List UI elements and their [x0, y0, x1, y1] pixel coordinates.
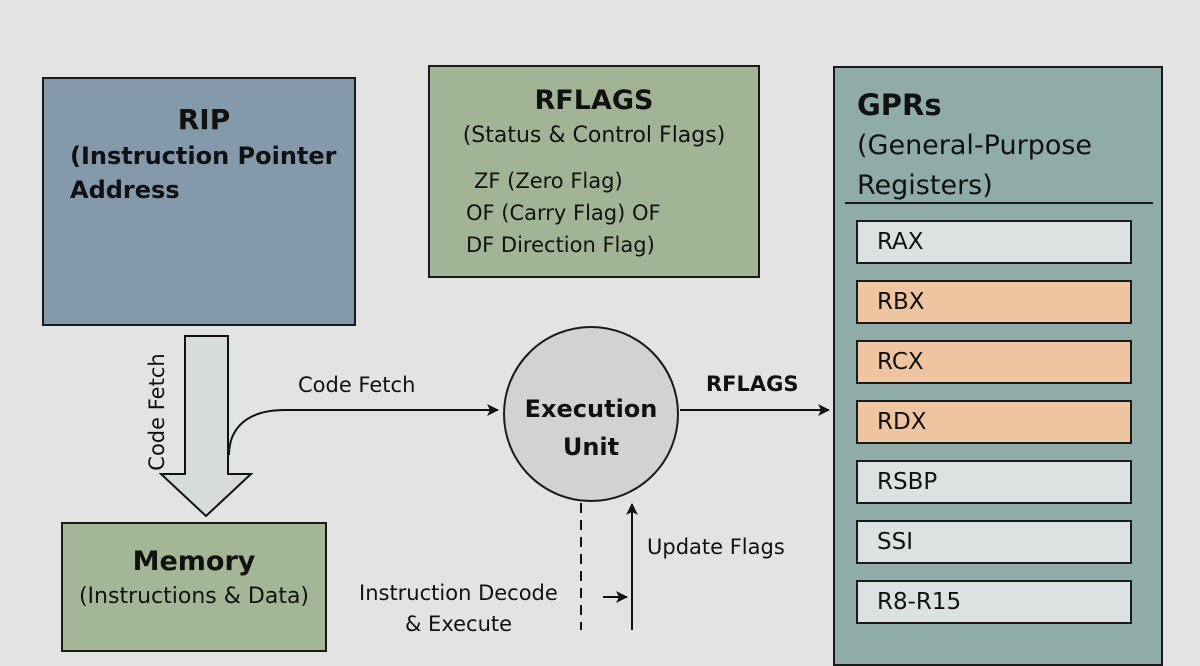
rip-title: RIP [177, 103, 231, 136]
register-rax: RAX [856, 220, 1132, 264]
register-r8-r15: R8-R15 [856, 580, 1132, 624]
update-flags-label: Update Flags [647, 535, 785, 559]
instruction-decode-label: Instruction Decode [359, 581, 558, 605]
rip-subtitle-line2: Address [70, 176, 180, 204]
register-rsbp: RSBP [856, 460, 1132, 504]
execution-unit-line2: Unit [562, 433, 620, 461]
rflags-flag-list: ZF (Zero Flag) OF (Carry Flag) OF DF Dir… [466, 165, 661, 261]
register-rcx: RCX [856, 340, 1132, 384]
rflags-title: RFLAGS [534, 85, 654, 116]
flag-item: DF Direction Flag) [466, 233, 655, 257]
gprs-subtitle: (General-Purpose Registers) [857, 126, 1092, 206]
code-fetch-block-arrow [158, 335, 254, 518]
memory-title: Memory [132, 546, 256, 577]
gprs-subtitle-line2: Registers) [857, 170, 993, 201]
connector-layer [158, 335, 830, 630]
code-fetch-horizontal-label: Code Fetch [298, 373, 416, 397]
flag-item: ZF (Zero Flag) [474, 169, 623, 193]
memory-box: Memory (Instructions & Data) [61, 522, 327, 652]
rip-box: RIP (Instruction Pointer Address [42, 77, 356, 326]
rip-subtitle: (Instruction Pointer Address [70, 139, 337, 207]
gprs-title: GPRs [857, 88, 942, 122]
code-fetch-vertical-label: Code Fetch [145, 353, 169, 471]
flag-item: OF (Carry Flag) OF [466, 201, 661, 225]
instruction-execute-label: & Execute [405, 612, 513, 636]
memory-subtitle: (Instructions & Data) [78, 584, 310, 609]
code-fetch-arrow [228, 404, 499, 456]
register-rdx: RDX [856, 400, 1132, 444]
rflags-box: RFLAGS (Status & Control Flags) ZF (Zero… [428, 65, 760, 278]
gprs-subtitle-line1: (General-Purpose [857, 130, 1093, 161]
register-ssi: SSI [856, 520, 1132, 564]
rflags-arrow-label: RFLAGS [706, 372, 799, 396]
execution-unit-circle: Execution Unit [503, 326, 679, 502]
rflags-subtitle: (Status & Control Flags) [462, 123, 726, 148]
gprs-box: GPRs (General-Purpose Registers) RAX RBX… [833, 66, 1163, 666]
register-rbx: RBX [856, 280, 1132, 324]
rip-subtitle-line1: (Instruction Pointer [70, 142, 337, 170]
gprs-divider [845, 202, 1153, 204]
execution-unit-line1: Execution [524, 395, 658, 423]
